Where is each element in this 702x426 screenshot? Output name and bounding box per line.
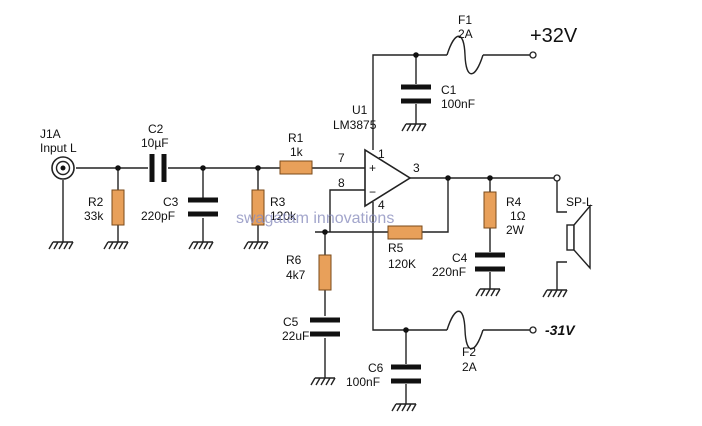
- ground-symbols: [48, 123, 568, 412]
- capacitor-c4: C4 220nF: [432, 251, 505, 279]
- c2-value-label: 10µF: [141, 136, 169, 150]
- r6-ref-label: R6: [286, 253, 302, 267]
- c5-ref-label: C5: [283, 315, 299, 329]
- speaker-sp-l: SP-L: [553, 174, 593, 270]
- c2-ref-label: C2: [148, 122, 164, 136]
- resistor-r1: R1 1k: [279, 131, 313, 175]
- u1-pin4-label: 4: [378, 198, 385, 212]
- resistor-r4: R4 1Ω 2W: [483, 191, 526, 237]
- c6-ref-label: C6: [368, 361, 384, 375]
- fuse-f1: F1 2A: [446, 13, 484, 75]
- ground-icon-c4: [475, 288, 501, 297]
- capacitor-c1: C1 100nF: [401, 83, 475, 111]
- f2-ref-label: F2: [462, 345, 476, 359]
- r1-ref-label: R1: [288, 131, 304, 145]
- capacitor-c5: C5 22uF: [282, 315, 340, 343]
- ground-icon-c3: [188, 241, 214, 250]
- positive-rail-label: +32V: [530, 25, 578, 47]
- capacitor-c2: C2 10µF: [141, 122, 169, 182]
- r3-value-label: 120k: [270, 209, 297, 223]
- c3-ref-label: C3: [163, 195, 179, 209]
- ground-icon-c1: [401, 123, 427, 132]
- ground-icon-c6: [391, 403, 417, 412]
- capacitor-c3: C3 220pF: [141, 195, 218, 223]
- c1-ref-label: C1: [441, 83, 457, 97]
- wires: [62, 54, 567, 404]
- u1-minus-sign: −: [369, 185, 376, 199]
- f1-ref-label: F1: [458, 13, 472, 27]
- ground-icon-r2: [103, 241, 129, 250]
- r4-power-label: 2W: [506, 223, 525, 237]
- watermark-text: swagatam innovations: [236, 210, 394, 227]
- resistor-r3: R3 120k: [251, 189, 297, 226]
- speaker-ref-label: SP-L: [566, 195, 593, 209]
- u1-pin1-label: 1: [378, 147, 385, 161]
- c4-ref-label: C4: [452, 251, 468, 265]
- negative-rail-terminal: -31V: [529, 322, 576, 338]
- c6-value-label: 100nF: [346, 375, 380, 389]
- ground-icon-c5: [310, 377, 336, 386]
- opamp-u1: U1 LM3875 + − 7 8 1 3 4: [333, 103, 420, 212]
- c5-value-label: 22uF: [282, 329, 309, 343]
- f1-value-label: 2A: [458, 27, 473, 41]
- r2-ref-label: R2: [88, 195, 104, 209]
- j1a-name-label: Input L: [40, 141, 77, 155]
- input-jack-j1a: J1A Input L: [40, 127, 77, 180]
- negative-rail-label: -31V: [545, 322, 576, 338]
- u1-plus-sign: +: [369, 161, 376, 175]
- u1-pin7-label: 7: [338, 151, 345, 165]
- fuse-f2: F2 2A: [446, 310, 484, 374]
- r5-value-label: 120K: [388, 257, 416, 271]
- r3-ref-label: R3: [270, 195, 286, 209]
- r4-ref-label: R4: [506, 195, 522, 209]
- ground-icon-speaker: [542, 289, 568, 298]
- c1-value-label: 100nF: [441, 97, 475, 111]
- capacitor-c6: C6 100nF: [346, 361, 421, 389]
- resistor-r5: R5 120K: [387, 225, 423, 271]
- r1-value-label: 1k: [290, 145, 304, 159]
- c4-value-label: 220nF: [432, 265, 466, 279]
- u1-ref-label: U1: [352, 103, 368, 117]
- positive-rail-terminal: +32V: [529, 25, 578, 59]
- r5-ref-label: R5: [388, 241, 404, 255]
- c3-value-label: 220pF: [141, 209, 175, 223]
- resistor-r6: R6 4k7: [286, 253, 332, 291]
- u1-pin8-label: 8: [338, 176, 345, 190]
- u1-part-label: LM3875: [333, 118, 377, 132]
- u1-pin3-label: 3: [413, 161, 420, 175]
- f2-value-label: 2A: [462, 360, 477, 374]
- resistor-r2: R2 33k: [84, 189, 125, 226]
- junction-dots: [115, 52, 493, 333]
- ground-icon-r3: [243, 241, 269, 250]
- r2-value-label: 33k: [84, 209, 104, 223]
- j1a-ref-label: J1A: [40, 127, 61, 141]
- watermark: swagatam innovations: [236, 210, 394, 227]
- r4-value-label: 1Ω: [510, 209, 526, 223]
- ground-icon-j1a: [48, 241, 74, 250]
- r6-value-label: 4k7: [286, 268, 306, 282]
